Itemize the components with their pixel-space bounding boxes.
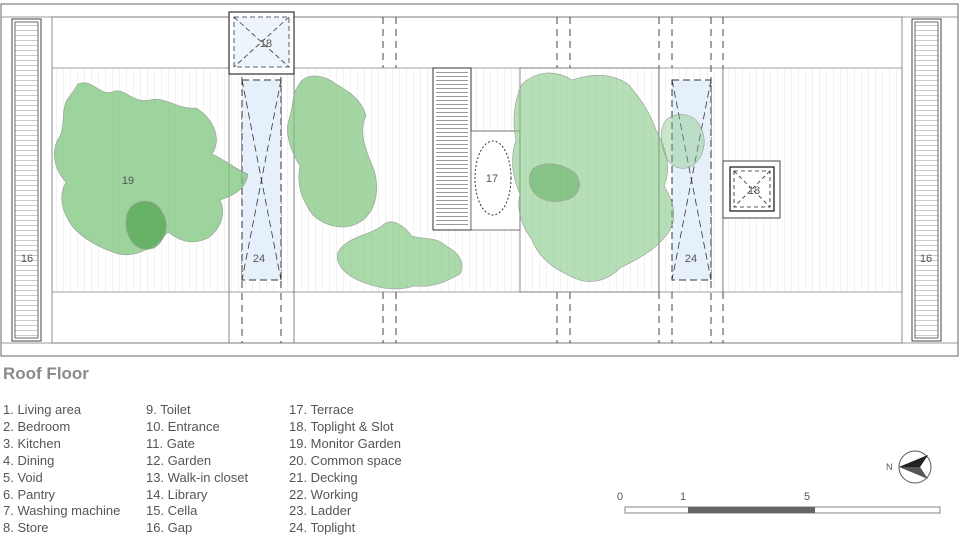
outer-frame (0, 3, 959, 357)
gap-right (911, 18, 942, 342)
plan-label-garden: 19 (122, 175, 134, 187)
legend-item: 4. Dining (3, 452, 55, 468)
plan-label-toplight-small: 18 (748, 185, 760, 197)
legend-item: 11. Gate (146, 435, 195, 451)
north-label: N (886, 462, 893, 472)
scale-bar (624, 506, 941, 514)
plan-label-gap-left: 16 (21, 253, 33, 265)
legend-item: 17. Terrace (289, 402, 354, 417)
legend-item: 21. Decking (289, 469, 358, 485)
page-title: Roof Floor (3, 364, 89, 383)
plan-label-toplight-slot: 18 (260, 38, 272, 50)
toplight-left (241, 79, 282, 281)
legend-item: 1. Living area (3, 402, 82, 417)
plan-label-terrace: 17 (486, 173, 498, 185)
legend-item: 3. Kitchen (3, 435, 61, 451)
toplight-slot-top (228, 11, 295, 75)
legend-item: 6. Pantry (3, 486, 56, 502)
legend-item: 12. Garden (146, 452, 212, 468)
gap-left (11, 18, 42, 342)
legend-item: 8. Store (3, 520, 49, 536)
legend-item: 18. Toplight & Slot (289, 418, 394, 434)
scale-label-0: 0 (617, 491, 624, 503)
legend-item: 23. Ladder (289, 503, 352, 519)
plan-label-gap-right: 16 (920, 253, 932, 265)
ladder (432, 67, 472, 231)
toplight-small (722, 160, 781, 219)
scale-label-3: 5 (804, 491, 811, 503)
monitor-garden (54, 72, 705, 290)
roof-floor-plan: 19 17 18 24 24 18 16 16 (0, 3, 959, 357)
legend-item: 14. Library (146, 486, 208, 502)
legend-item: 24. Toplight (289, 520, 356, 536)
legend-item: 20. Common space (289, 452, 402, 468)
legend-item: 5. Void (3, 469, 43, 485)
legend-item: 9. Toilet (146, 402, 191, 417)
legend-item: 16. Gap (146, 520, 193, 536)
legend-item: 22. Working (289, 486, 359, 502)
plan-label-toplight-left: 24 (253, 253, 265, 265)
legend-item: 7. Washing machine (3, 503, 121, 519)
legend-item: 10. Entrance (146, 418, 220, 434)
north-arrow-icon (898, 450, 932, 484)
legend-item: 13. Walk-in closet (146, 469, 249, 485)
plan-label-toplight-right: 24 (685, 253, 697, 265)
terrace (470, 67, 660, 293)
legend-item: 19. Monitor Garden (289, 435, 402, 451)
legend-item: 2. Bedroom (3, 418, 71, 434)
legend-item: 15. Cella (146, 503, 198, 519)
toplight-right (671, 79, 712, 281)
scale-label-1: 1 (680, 491, 687, 503)
